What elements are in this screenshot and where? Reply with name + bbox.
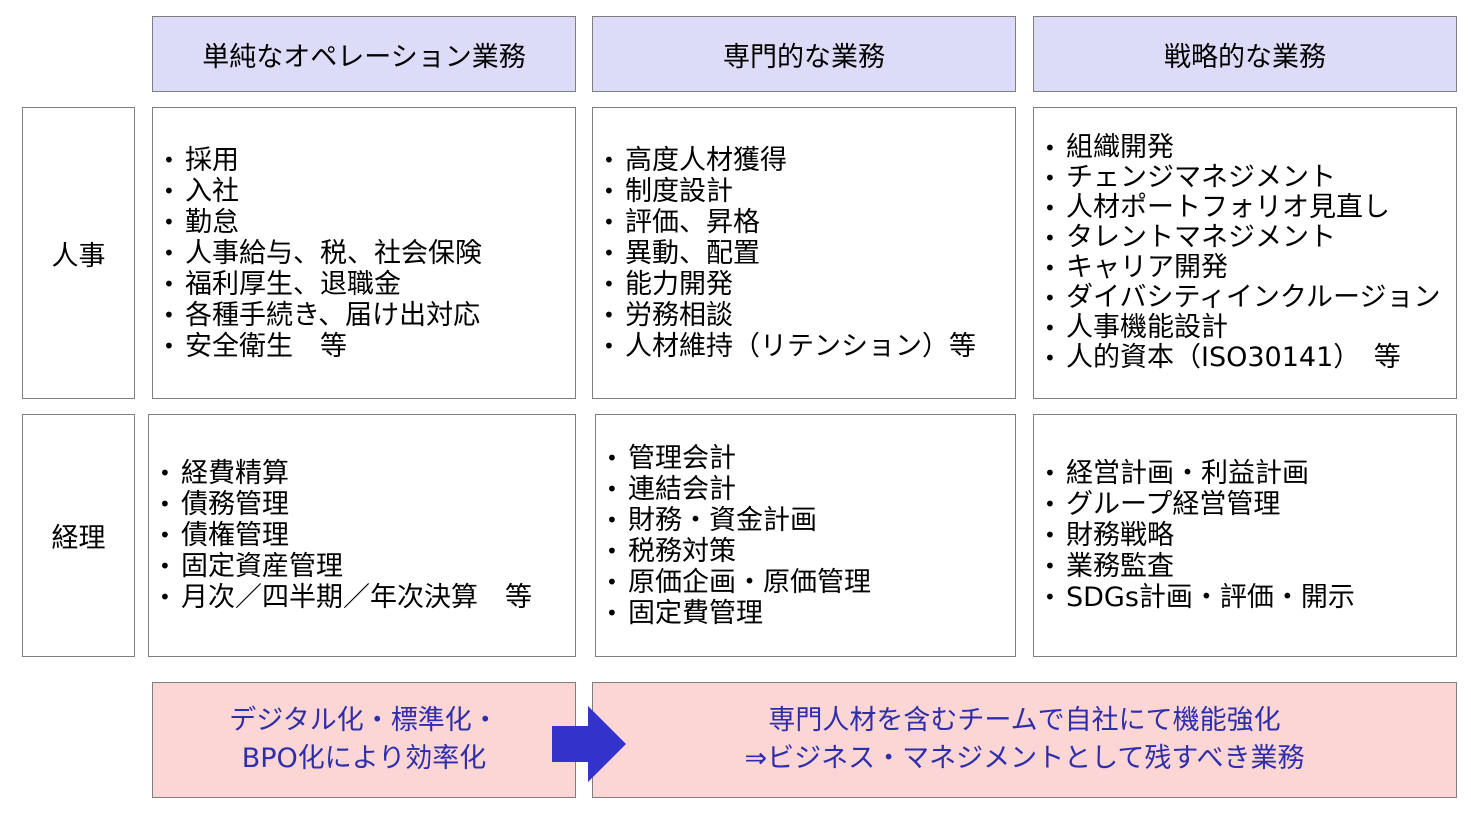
list-item: 税務対策 [606,536,1015,567]
list-item: 人材維持（リテンション）等 [603,331,1015,362]
list-item: 評価、昇格 [603,207,1015,238]
header-strategic-label: 戦略的な業務 [1164,41,1326,73]
summary-efficiency-line2: BPO化により効率化 [241,743,487,774]
list-hr-strategic: 組織開発チェンジマネジメント人材ポートフォリオ見直しタレントマネジメントキャリア… [1044,133,1456,373]
list-item: 人材ポートフォリオ見直し [1044,193,1456,223]
list-acct-specialized: 管理会計連結会計財務・資金計画税務対策原価企画・原価管理固定費管理 [606,443,1015,629]
list-item: 高度人材獲得 [603,145,1015,176]
list-item: 各種手続き、届け出対応 [163,300,575,331]
cell-acct-operational: 経費精算債務管理債権管理固定資産管理月次／四半期／年次決算 等 [148,414,576,657]
list-item: 能力開発 [603,269,1015,300]
list-item: 採用 [163,145,575,176]
list-item: チェンジマネジメント [1044,163,1456,193]
list-item: 労務相談 [603,300,1015,331]
list-item: 人事給与、税、社会保険 [163,238,575,269]
list-item: 人的資本（ISO30141） 等 [1044,343,1456,373]
list-item: 原価企画・原価管理 [606,567,1015,598]
summary-strengthen: 専門人材を含むチームで自社にて機能強化 ⇒ビジネス・マネジメントとして残すべき業… [592,682,1457,798]
header-specialized: 専門的な業務 [592,16,1016,92]
list-item: 債権管理 [159,520,575,551]
list-item: 財務・資金計画 [606,505,1015,536]
summary-strengthen-line1: 専門人材を含むチームで自社にて機能強化 [768,705,1281,736]
list-item: 経営計画・利益計画 [1044,458,1456,489]
list-item: 業務監査 [1044,551,1456,582]
list-item: 月次／四半期／年次決算 等 [159,582,575,613]
list-item: 管理会計 [606,443,1015,474]
cell-hr-strategic: 組織開発チェンジマネジメント人材ポートフォリオ見直しタレントマネジメントキャリア… [1033,107,1457,399]
list-item: 制度設計 [603,176,1015,207]
list-item: 福利厚生、退職金 [163,269,575,300]
list-hr-operational: 採用入社勤怠人事給与、税、社会保険福利厚生、退職金各種手続き、届け出対応安全衛生… [163,145,575,362]
list-item: 固定費管理 [606,598,1015,629]
header-specialized-label: 専門的な業務 [723,41,885,73]
arrow-shape [552,706,626,782]
cell-acct-strategic: 経営計画・利益計画グループ経営管理財務戦略業務監査SDGs計画・評価・開示 [1033,414,1457,657]
summary-efficiency-line1: デジタル化・標準化・ [229,705,499,736]
list-item: ダイバシティインクルージョン [1044,283,1456,313]
list-item: 財務戦略 [1044,520,1456,551]
row-label-accounting-text: 経理 [51,523,106,554]
list-item: 異動、配置 [603,238,1015,269]
cell-hr-specialized: 高度人材獲得制度設計評価、昇格異動、配置能力開発労務相談人材維持（リテンション）… [592,107,1016,399]
cell-hr-operational: 採用入社勤怠人事給与、税、社会保険福利厚生、退職金各種手続き、届け出対応安全衛生… [152,107,576,399]
list-acct-operational: 経費精算債務管理債権管理固定資産管理月次／四半期／年次決算 等 [159,458,575,613]
right-arrow-icon [552,706,626,782]
list-item: 経費精算 [159,458,575,489]
list-item: 入社 [163,176,575,207]
row-label-hr-text: 人事 [51,240,106,272]
summary-strengthen-line2: ⇒ビジネス・マネジメントとして残すべき業務 [744,743,1305,774]
list-item: SDGs計画・評価・開示 [1044,582,1456,613]
cell-acct-specialized: 管理会計連結会計財務・資金計画税務対策原価企画・原価管理固定費管理 [595,414,1016,657]
list-item: 安全衛生 等 [163,331,575,362]
header-strategic: 戦略的な業務 [1033,16,1457,92]
list-item: キャリア開発 [1044,253,1456,283]
list-item: 固定資産管理 [159,551,575,582]
list-hr-specialized: 高度人材獲得制度設計評価、昇格異動、配置能力開発労務相談人材維持（リテンション）… [603,145,1015,362]
list-item: 人事機能設計 [1044,313,1456,343]
summary-efficiency: デジタル化・標準化・ BPO化により効率化 [152,682,576,798]
list-item: 連結会計 [606,474,1015,505]
list-item: 勤怠 [163,207,575,238]
list-item: タレントマネジメント [1044,223,1456,253]
list-item: グループ経営管理 [1044,489,1456,520]
list-item: 組織開発 [1044,133,1456,163]
row-label-hr: 人事 [22,107,135,399]
header-operational-label: 単純なオペレーション業務 [202,41,526,73]
list-acct-strategic: 経営計画・利益計画グループ経営管理財務戦略業務監査SDGs計画・評価・開示 [1044,458,1456,613]
row-label-accounting: 経理 [22,414,135,657]
list-item: 債務管理 [159,489,575,520]
header-operational: 単純なオペレーション業務 [152,16,576,92]
